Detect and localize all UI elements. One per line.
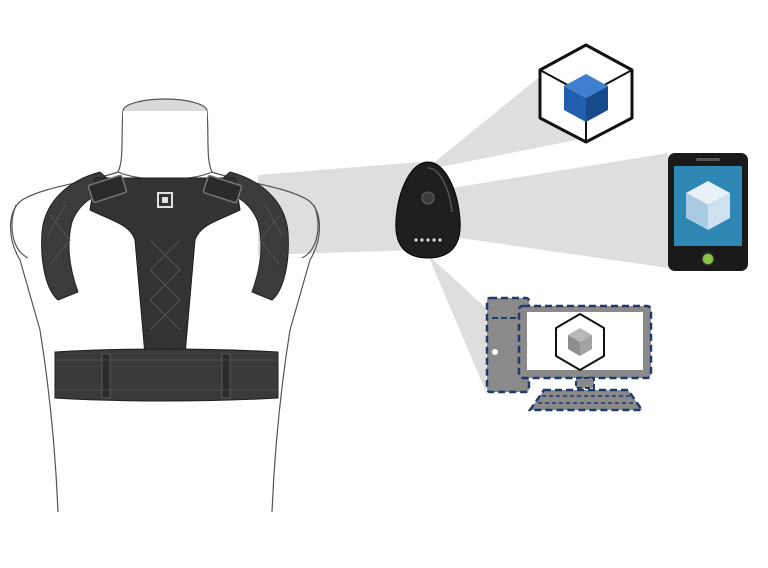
- harness-right-buckle: [202, 174, 243, 204]
- harness-left-buckle: [87, 174, 128, 204]
- smartphone-icon: [668, 153, 748, 271]
- beam-sensor-to-computer: [428, 255, 486, 392]
- harness-left-strap: [41, 171, 120, 301]
- sensor-button: [421, 191, 435, 205]
- desktop-icon: [485, 296, 653, 412]
- sensor-body: [395, 161, 461, 259]
- beam-sensor-to-phone: [440, 153, 668, 268]
- harness-waist-belt: [54, 348, 279, 402]
- harness-logo-icon: [157, 192, 173, 208]
- cube-icon: [538, 43, 634, 144]
- posture-harness: [41, 171, 289, 402]
- smartphone-cube-icon: [686, 181, 730, 230]
- sensor-led-dots: [414, 238, 442, 242]
- harness-right-strap: [210, 171, 289, 301]
- desktop-keyboard: [527, 388, 645, 412]
- desktop-cube-icon: [555, 313, 605, 371]
- harness-yoke: [89, 177, 241, 356]
- sensor-pod: [395, 161, 461, 259]
- beam-harness-to-sensor: [258, 162, 420, 255]
- smartphone-home-button: [701, 252, 715, 266]
